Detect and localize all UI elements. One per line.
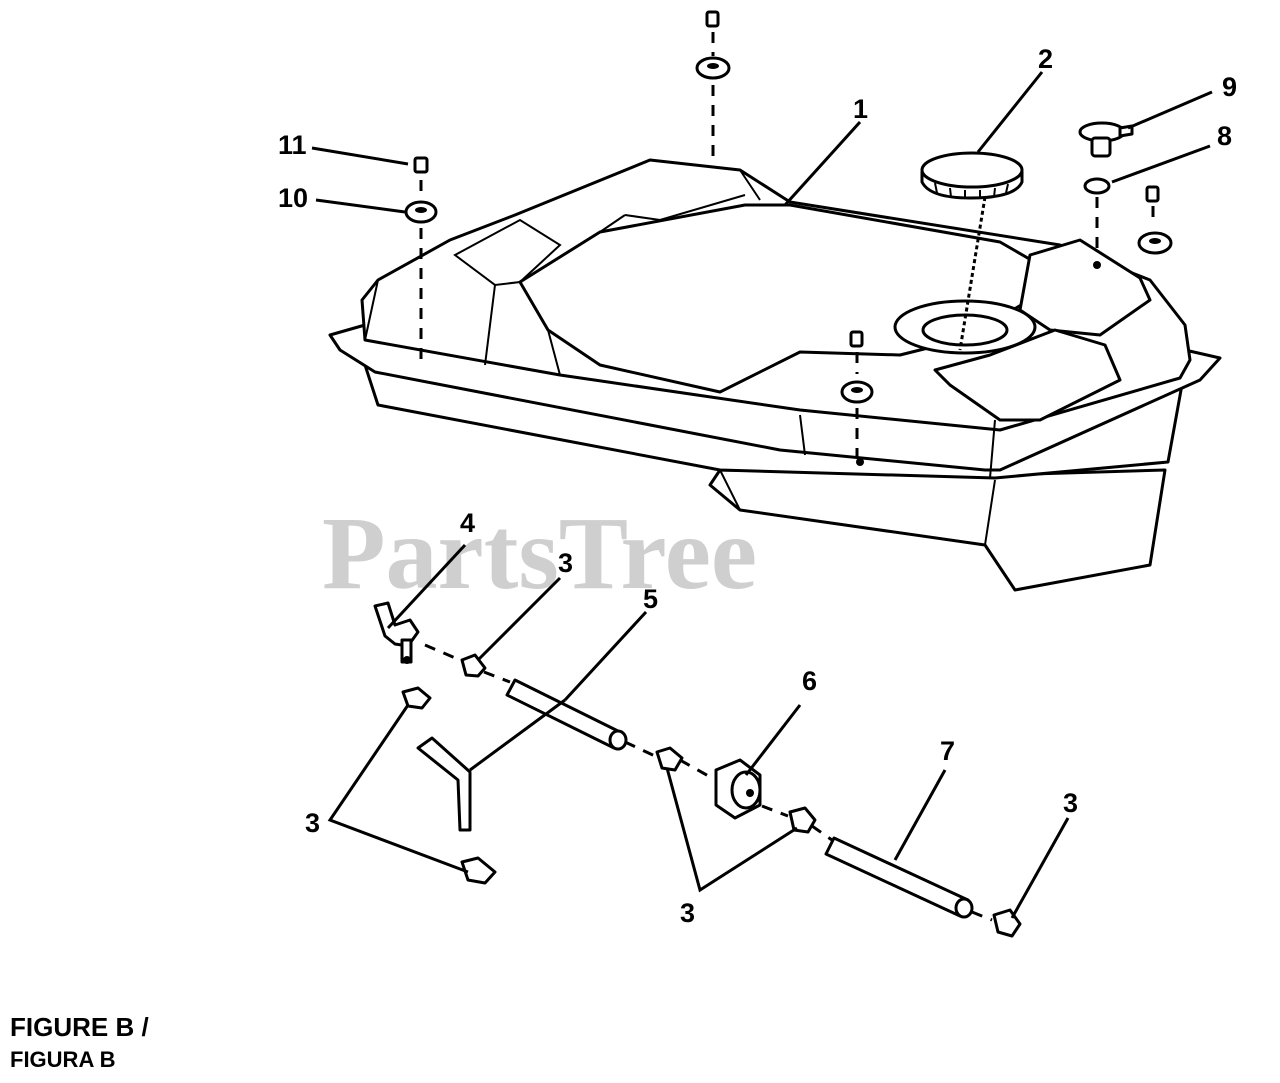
tank-side-lines [719, 414, 1166, 566]
fuel-hose-upper [505, 678, 624, 750]
leader-6 [744, 704, 802, 776]
dash-clamp-hose-lower [811, 824, 833, 842]
tank-sump [708, 468, 1167, 592]
watermark-text: PartsTree [322, 496, 757, 611]
leader-3a [476, 576, 562, 662]
grommet-top-hole [707, 63, 719, 69]
callout-11: 11 [278, 130, 307, 160]
front-grommet-set [840, 330, 874, 458]
leader-5a [563, 610, 648, 702]
fuel-hose-upper-end [608, 729, 628, 751]
tank-filler-neck-inner [921, 313, 1009, 347]
left-grommet-set [404, 156, 438, 365]
figure-caption-spanish: FIGURA B [10, 1047, 116, 1072]
leader-9 [1127, 90, 1213, 130]
leader-8 [1111, 144, 1211, 184]
callout-5: 5 [643, 584, 658, 614]
fuel-cap-top [920, 151, 1024, 189]
grommet-left-hole [415, 207, 427, 213]
vent-fitting [1078, 121, 1134, 250]
callout-1: 1 [853, 94, 868, 124]
dash-clamp-filter [679, 758, 713, 780]
fuel-hose-elbow [416, 736, 472, 832]
hose-clamp-left-upper [401, 686, 432, 710]
callout-7: 7 [940, 736, 955, 766]
hose-clamp-mid-right [788, 806, 817, 834]
leader-10 [315, 198, 406, 214]
tank-vent-hole [1093, 261, 1101, 269]
figure-caption-english: FIGURE B / [10, 1012, 149, 1042]
leader-3c [665, 767, 798, 893]
hose-clamp-upper [460, 653, 487, 678]
leader-3b [327, 704, 469, 874]
leader-2 [976, 71, 1044, 153]
hose-clamp-mid-left [655, 746, 684, 772]
leader-11 [311, 146, 409, 166]
callout-6: 6 [802, 666, 817, 696]
fuel-shutoff-valve [373, 601, 420, 664]
bushing-right [1145, 185, 1160, 203]
callout-4: 4 [460, 508, 475, 538]
fuel-filter-port [746, 789, 754, 797]
callout-3-bottom: 3 [680, 898, 695, 928]
callout-2: 2 [1038, 44, 1053, 74]
fuel-hose-lower [824, 836, 970, 918]
dash-filter-clamp [761, 804, 789, 818]
fuel-cap-knurl [934, 182, 1009, 198]
leader-3d [1010, 817, 1070, 919]
callout-3-top: 3 [558, 548, 573, 578]
vent-grommet [1083, 177, 1111, 195]
shutoff-valve-port [403, 656, 411, 664]
callout-10: 10 [278, 183, 308, 213]
right-grommet-set [1137, 185, 1173, 255]
callout-9: 9 [1222, 72, 1237, 102]
tank-mount-hole [856, 458, 864, 466]
tank-left-ridge [453, 194, 746, 366]
dash-hose-clamp-mid [624, 740, 656, 758]
fuel-cap [920, 151, 1024, 351]
vent-valve-body [1090, 136, 1112, 158]
bushing-top [705, 10, 720, 28]
bushing-front [849, 330, 864, 348]
bushing-left [413, 156, 429, 174]
dash-hose-clamp-end [971, 910, 993, 922]
leader-1 [783, 120, 862, 207]
fuel-cap-tether [958, 196, 987, 351]
callout-3-right: 3 [1063, 788, 1078, 818]
callout-3-left: 3 [305, 808, 320, 838]
dash-valve-clamp [424, 643, 461, 662]
fuel-filter [714, 758, 762, 820]
fuel-tank [328, 158, 1222, 592]
leader-7 [893, 769, 947, 861]
tank-ridge-lines [364, 169, 761, 376]
fuel-hose-lower-end [954, 897, 974, 919]
shutoff-valve-body [373, 601, 420, 648]
fuel-filter-cap [730, 770, 762, 810]
leader-4 [386, 543, 467, 630]
grommet-right-hole [1149, 238, 1161, 244]
dash-clamp-hose [483, 670, 511, 684]
leader-5b [469, 698, 566, 772]
hose-clamp-left-lower [460, 856, 497, 885]
grommet-front-hole [851, 387, 863, 393]
top-grommet-set [695, 10, 731, 160]
callout-8: 8 [1217, 121, 1232, 151]
hose-clamp-end [992, 908, 1022, 938]
